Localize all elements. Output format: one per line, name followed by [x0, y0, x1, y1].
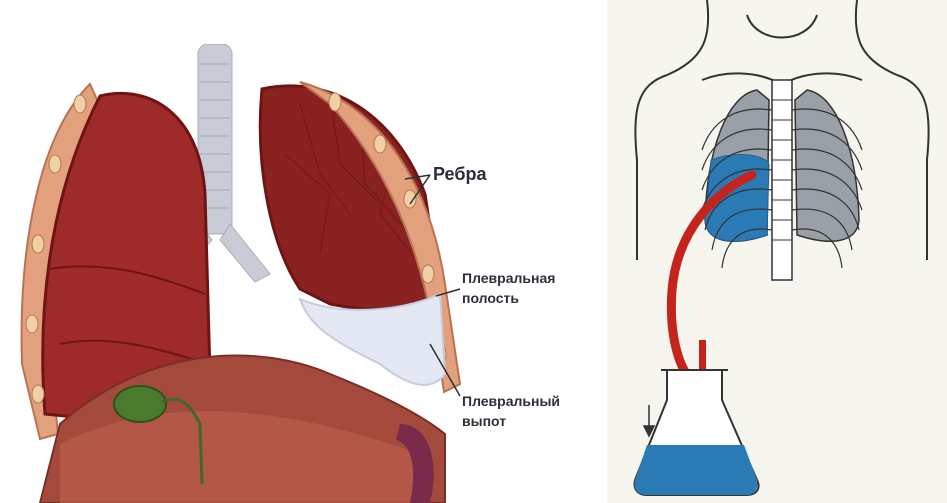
flow-arrow	[644, 405, 654, 436]
label-ribs: Ребра	[433, 164, 486, 185]
pleural-drainage-schematic	[607, 0, 947, 503]
label-pleural-cavity: Плевральная полость	[462, 268, 555, 308]
label-pleural-effusion-line1: Плевральный	[462, 391, 560, 411]
drainage-drawing	[607, 0, 947, 503]
pleural-effusion-anatomy-illustration: Ребра Плевральная полость Плевральный вы…	[0, 44, 602, 503]
label-pleural-cavity-line2: полость	[462, 288, 555, 308]
label-pleural-cavity-line1: Плевральная	[462, 268, 555, 288]
gallbladder	[114, 386, 166, 422]
label-pleural-effusion-line2: выпот	[462, 411, 560, 431]
collected-fluid	[635, 445, 758, 495]
label-pleural-effusion: Плевральный выпот	[462, 391, 560, 431]
